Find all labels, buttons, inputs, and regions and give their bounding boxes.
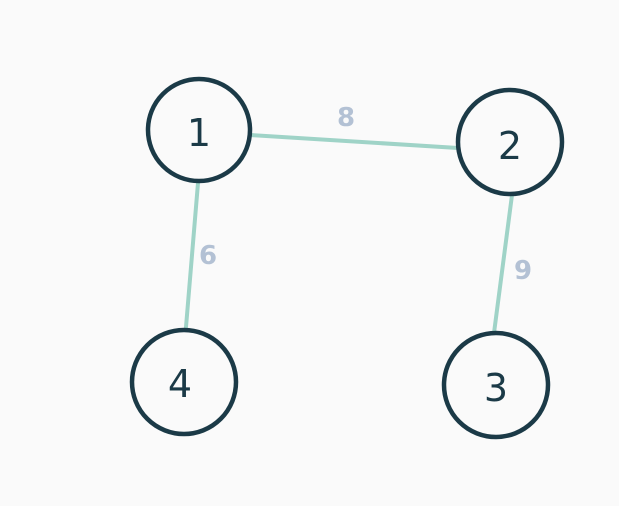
edge-1-2 xyxy=(248,133,460,150)
node-4-label: 4 xyxy=(168,362,192,406)
edge-1-4 xyxy=(184,181,200,329)
node-3-circle xyxy=(441,330,551,440)
node-1-label: 1 xyxy=(187,111,211,155)
node-4-circle xyxy=(129,327,239,437)
node-2-label: 2 xyxy=(498,124,522,168)
node-3-label: 3 xyxy=(484,366,508,410)
node-1-circle xyxy=(145,76,253,184)
node-2: 2 xyxy=(455,87,565,197)
edge-weight-1-4: 6 xyxy=(199,241,217,271)
edge-weights: 8 6 9 xyxy=(199,103,532,286)
node-4: 4 xyxy=(129,327,239,437)
node-1: 1 xyxy=(145,76,253,184)
node-2-circle xyxy=(455,87,565,197)
edge-2-3 xyxy=(492,193,514,335)
node-3: 3 xyxy=(441,330,551,440)
edge-weight-2-3: 9 xyxy=(514,256,532,286)
edge-weight-1-2: 8 xyxy=(337,103,355,133)
edges xyxy=(184,133,514,335)
